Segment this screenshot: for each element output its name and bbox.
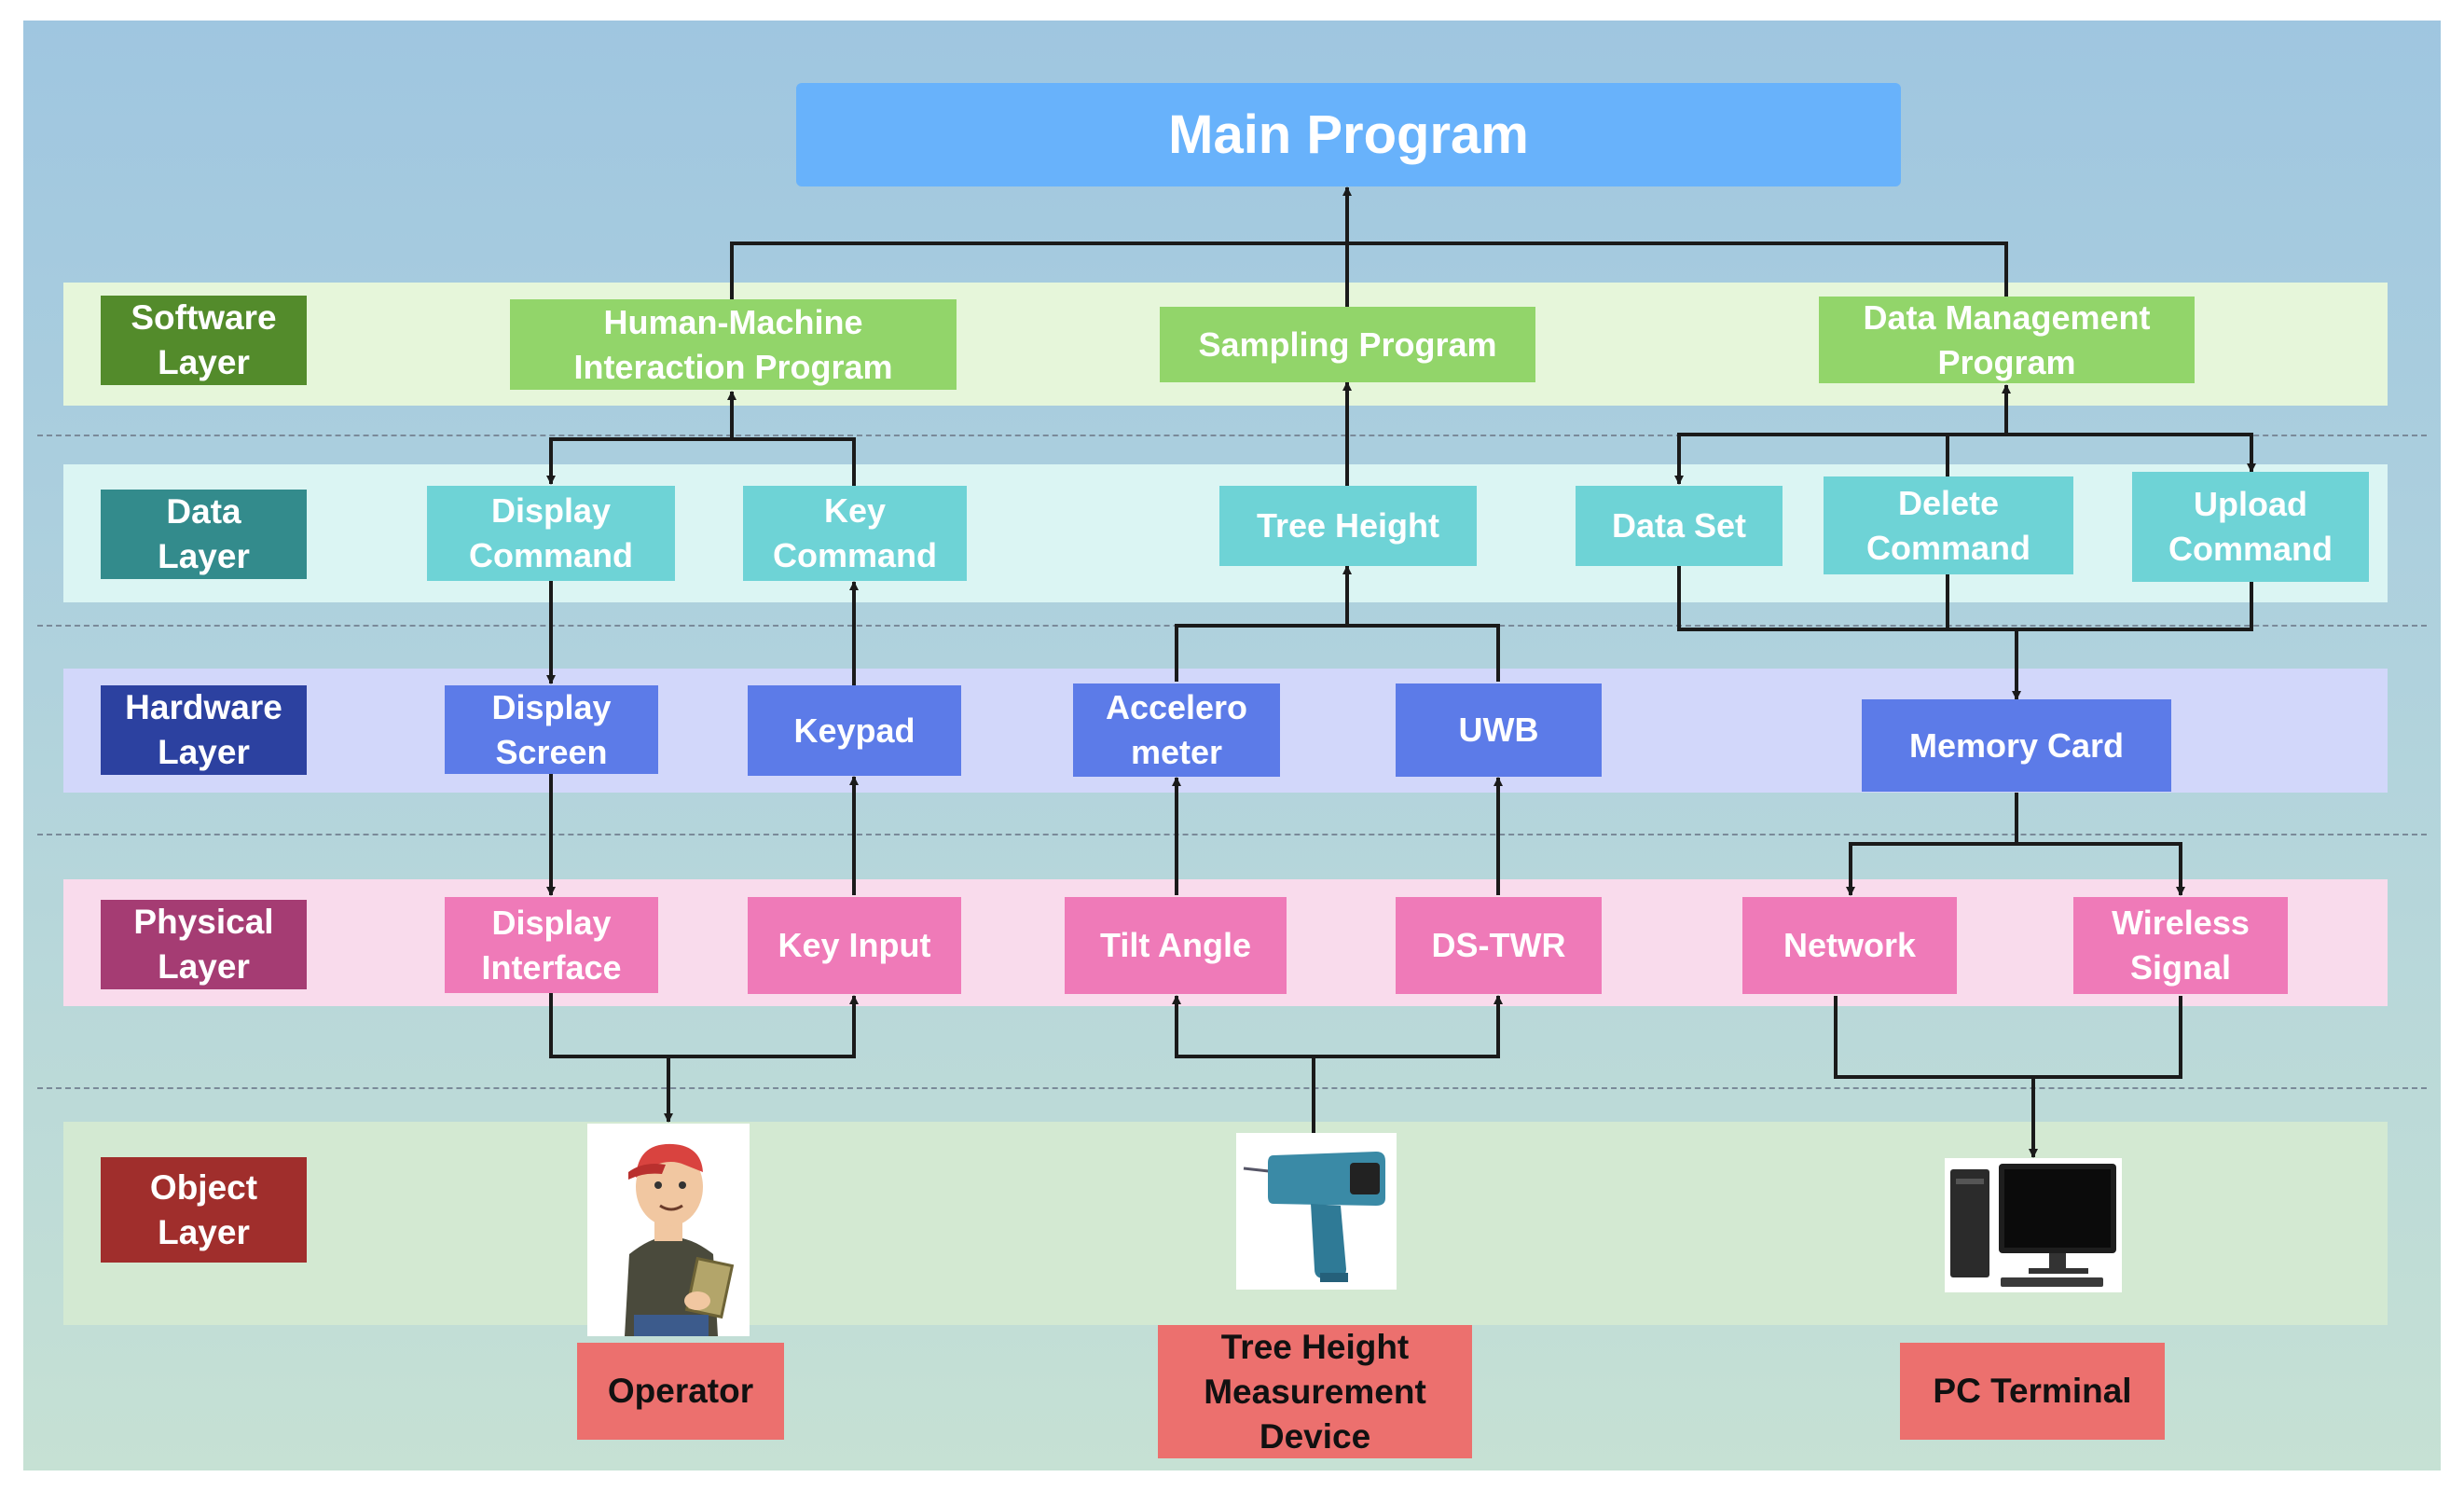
data-commands-to-memory-line [1677,564,2253,631]
uwb-node: UWB [1396,683,1602,777]
network-node: Network [1742,897,1957,994]
tilt-angle-node: Tilt Angle [1065,897,1287,994]
software-layer-label: Software Layer [101,296,307,385]
hmi-program-node: Human-Machine Interaction Program [510,299,957,390]
display-interface-to-operator-line [549,993,673,1123]
operator-label: Operator [577,1343,784,1440]
memory-card-to-wireless-line [2017,842,2185,896]
memory-card-node: Memory Card [1862,699,2171,792]
network-to-pc-line [1834,996,2182,1079]
device-to-ds-twr-line [1314,995,1503,1058]
display-command-node: Display Command [427,486,675,581]
sampling-program-node: Sampling Program [1160,307,1535,382]
pc-terminal-icon [1945,1158,2122,1292]
physical-layer-label: Physical Layer [101,900,307,989]
separator-line [37,435,2427,436]
wireless-signal-node: Wireless Signal [2073,897,2288,994]
separator-line [37,1087,2427,1089]
hardware-layer-label: Hardware Layer [101,685,307,775]
separator-line [37,834,2427,835]
ds-twr-node: DS-TWR [1396,897,1602,994]
delete-command-node: Delete Command [1824,476,2073,574]
key-input-node: Key Input [748,897,961,994]
display-interface-node: Display Interface [445,897,658,993]
tree-height-node: Tree Height [1219,486,1477,566]
main-program-box: Main Program [796,83,1901,186]
device-label: Tree Height Measurement Device [1158,1325,1472,1458]
measurement-device-icon [1236,1133,1397,1290]
display-screen-node: Display Screen [445,685,658,774]
data-layer-label: Data Layer [101,490,307,579]
object-layer-label: Object Layer [101,1157,307,1263]
operator-icon [587,1124,750,1336]
accelerometer-node: Accelero meter [1073,683,1280,777]
data-management-program-node: Data Management Program [1819,297,2195,383]
data-set-node: Data Set [1576,486,1783,566]
management-to-upload-line [1948,433,2256,473]
memory-card-to-network-line [1846,793,2018,896]
pc-terminal-label: PC Terminal [1900,1343,2165,1440]
device-to-tilt-angle-line [1172,995,1315,1133]
sensors-to-tree-height-line [1175,624,1500,682]
hmi-to-main-line [730,242,2008,300]
upload-command-node: Upload Command [2132,472,2369,582]
operator-to-key-input-line [668,995,859,1058]
key-command-node: Key Command [743,486,967,581]
keypad-node: Keypad [748,685,961,776]
management-to-data-set-line [1674,433,1949,485]
key-command-to-hmi-line [546,437,856,486]
